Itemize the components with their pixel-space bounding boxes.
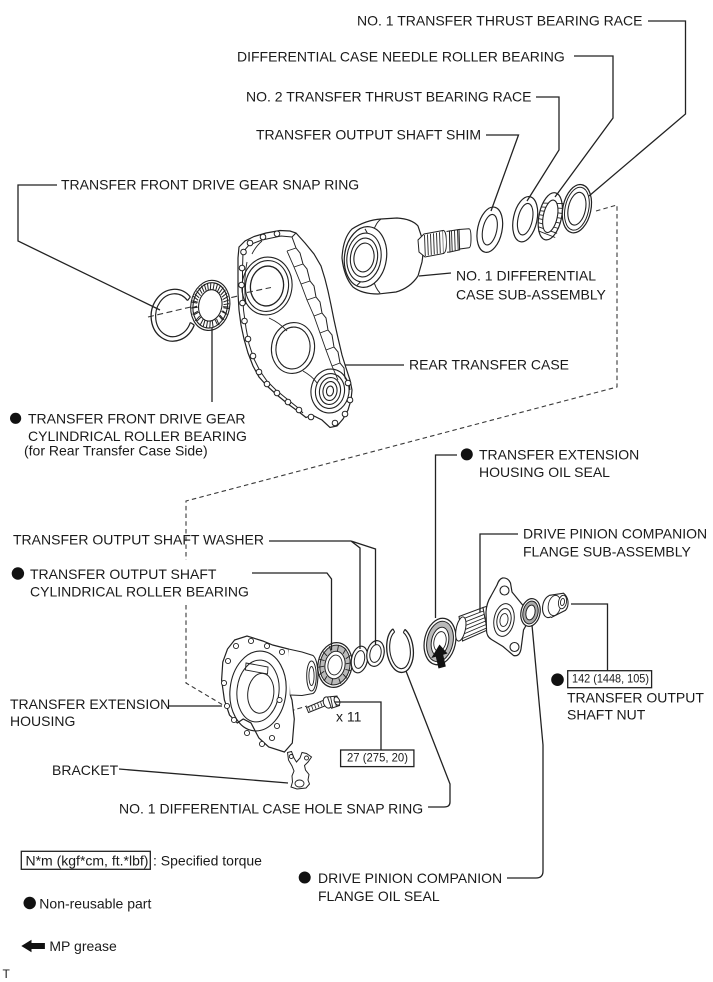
svg-text:NO. 1 DIFFERENTIAL CASE HOLE S: NO. 1 DIFFERENTIAL CASE HOLE SNAP RING [119, 801, 423, 817]
svg-text:N*m (kgf*cm, ft.*lbf): N*m (kgf*cm, ft.*lbf) [26, 853, 149, 869]
svg-text:TRANSFER EXTENSION: TRANSFER EXTENSION [479, 447, 639, 463]
svg-text:NO. 1 DIFFERENTIAL: NO. 1 DIFFERENTIAL [456, 268, 596, 284]
svg-text:: Specified torque: : Specified torque [153, 853, 262, 869]
svg-text:HOUSING: HOUSING [10, 713, 75, 729]
svg-text:TRANSFER FRONT DRIVE GEAR: TRANSFER FRONT DRIVE GEAR [28, 411, 246, 427]
svg-text:NO. 1 TRANSFER THRUST BEARING: NO. 1 TRANSFER THRUST BEARING RACE [357, 13, 643, 29]
svg-text:TRANSFER OUTPUT SHAFT SHIM: TRANSFER OUTPUT SHAFT SHIM [256, 127, 481, 143]
svg-text:27 (275, 20): 27 (275, 20) [347, 751, 408, 765]
svg-text:REAR TRANSFER CASE: REAR TRANSFER CASE [409, 357, 569, 373]
svg-text:DIFFERENTIAL CASE NEEDLE ROLLE: DIFFERENTIAL CASE NEEDLE ROLLER BEARING [237, 49, 565, 65]
svg-text:SHAFT NUT: SHAFT NUT [567, 707, 646, 723]
svg-text:Non-reusable part: Non-reusable part [39, 896, 151, 912]
svg-text:142 (1448, 105): 142 (1448, 105) [572, 672, 649, 686]
svg-text:MP grease: MP grease [49, 938, 117, 954]
svg-text:TRANSFER FRONT DRIVE GEAR SNAP: TRANSFER FRONT DRIVE GEAR SNAP RING [61, 177, 359, 193]
svg-text:FLANGE OIL SEAL: FLANGE OIL SEAL [318, 888, 440, 904]
svg-text:DRIVE PINION COMPANION: DRIVE PINION COMPANION [318, 870, 502, 886]
svg-text:T: T [3, 967, 11, 981]
svg-text:TRANSFER OUTPUT SHAFT WASHER: TRANSFER OUTPUT SHAFT WASHER [13, 532, 264, 548]
svg-text:(for Rear Transfer Case Side): (for Rear Transfer Case Side) [24, 443, 208, 459]
svg-text:NO. 2 TRANSFER THRUST BEARING: NO. 2 TRANSFER THRUST BEARING RACE [246, 89, 532, 105]
svg-text:TRANSFER OUTPUT: TRANSFER OUTPUT [567, 690, 704, 706]
svg-text:HOUSING OIL SEAL: HOUSING OIL SEAL [479, 464, 610, 480]
svg-text:CASE SUB-ASSEMBLY: CASE SUB-ASSEMBLY [456, 287, 607, 303]
svg-text:DRIVE PINION COMPANION: DRIVE PINION COMPANION [523, 526, 707, 542]
svg-text:CYLINDRICAL ROLLER BEARING: CYLINDRICAL ROLLER BEARING [28, 428, 247, 444]
svg-text:TRANSFER OUTPUT SHAFT: TRANSFER OUTPUT SHAFT [30, 566, 217, 582]
svg-text:TRANSFER EXTENSION: TRANSFER EXTENSION [10, 696, 170, 712]
svg-text:CYLINDRICAL ROLLER BEARING: CYLINDRICAL ROLLER BEARING [30, 584, 249, 600]
svg-text:BRACKET: BRACKET [52, 762, 119, 778]
svg-text:x 11: x 11 [336, 709, 362, 725]
svg-text:FLANGE SUB-ASSEMBLY: FLANGE SUB-ASSEMBLY [523, 544, 691, 560]
